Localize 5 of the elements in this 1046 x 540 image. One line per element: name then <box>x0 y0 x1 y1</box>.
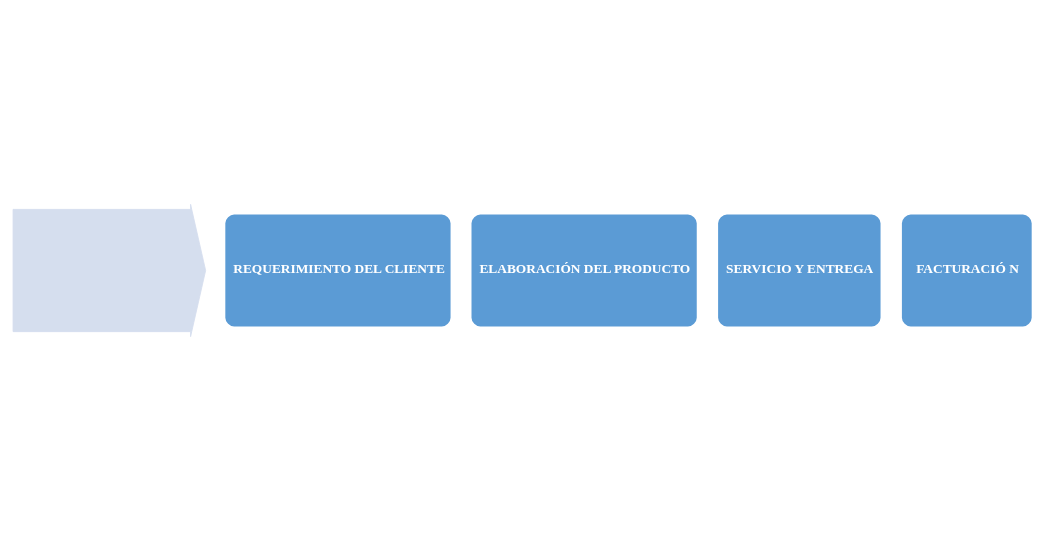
node-box: SERVICIO Y ENTREGA <box>715 211 884 329</box>
node-box: REQUERIMIENTO DEL CLIENTE <box>222 211 454 329</box>
node-arrow <box>12 203 207 337</box>
node-box: ELABORACIÓN DEL PRODUCTO <box>469 211 700 329</box>
node-box: FACTURACIÓ N <box>899 211 1035 329</box>
